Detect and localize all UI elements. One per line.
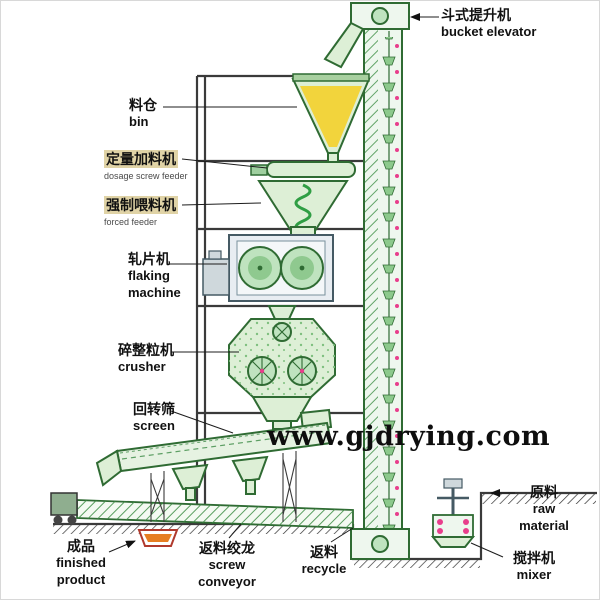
mixer-label-zh: 搅拌机 [513, 550, 555, 566]
label-forced-feeder: 强制喂料机 forced feeder [104, 196, 178, 228]
screen-label-en: screen [133, 418, 175, 434]
bin-label-en: bin [129, 114, 149, 130]
label-bin: 料仓 bin [129, 96, 157, 131]
flaking-machine-label-zh: 轧片机 [128, 251, 170, 267]
bin-graphic [291, 73, 371, 163]
bin-label-zh: 料仓 [129, 97, 157, 113]
label-screw-conveyor: 返料绞龙 screw conveyor [193, 539, 261, 591]
mixer-graphic [430, 478, 476, 548]
label-recycle: 返料 recycle [295, 543, 353, 578]
forced-feeder-label-zh: 强制喂料机 [104, 196, 178, 215]
flaking-machine-graphic [202, 226, 334, 302]
recycle-label-en: recycle [301, 561, 347, 577]
raw-material-label-zh: 原料 [530, 484, 558, 500]
finished-product-tray [137, 529, 179, 547]
dosage-feeder-label-zh: 定量加料机 [104, 150, 178, 169]
dosage-feeder-graphic [250, 161, 356, 178]
bucket-elevator-graphic [323, 2, 410, 560]
mixer-label-en: mixer [516, 567, 552, 583]
finished-product-label-en: finished product [56, 555, 106, 588]
crusher-graphic [228, 305, 336, 430]
screw-conveyor-label-en: screw conveyor [198, 557, 256, 590]
label-screen: 回转筛 screen [133, 400, 175, 435]
label-flaking-machine: 轧片机 flaking machine [128, 250, 188, 302]
flaking-machine-label-en: flaking machine [128, 268, 181, 301]
label-finished-product: 成品 finished product [49, 537, 113, 589]
bucket-elevator-label-zh: 斗式提升机 [441, 7, 511, 23]
crusher-label-en: crusher [118, 359, 166, 375]
screw-conveyor-label-zh: 返料绞龙 [199, 540, 255, 556]
bucket-elevator-label-en: bucket elevator [441, 24, 537, 40]
recycle-label-zh: 返料 [310, 544, 338, 560]
label-raw-material: 原料 raw material [511, 483, 577, 535]
screw-conveyor-graphic [50, 492, 354, 529]
label-mixer: 搅拌机 mixer [501, 549, 567, 584]
screen-graphic [95, 408, 333, 522]
watermark: www.gjdrying.com [267, 421, 551, 452]
label-crusher: 碎整粒机 crusher [118, 341, 174, 376]
screen-label-zh: 回转筛 [133, 401, 175, 417]
dosage-feeder-label-en: dosage screw feeder [104, 170, 188, 181]
label-bucket-elevator: 斗式提升机 bucket elevator [441, 6, 536, 41]
finished-product-label-zh: 成品 [67, 538, 95, 554]
label-dosage-feeder: 定量加料机 dosage screw feeder [104, 150, 188, 182]
forced-feeder-label-en: forced feeder [104, 216, 158, 227]
crusher-label-zh: 碎整粒机 [118, 342, 174, 358]
raw-material-label-en: raw material [519, 501, 569, 534]
leader-lines [108, 13, 515, 558]
